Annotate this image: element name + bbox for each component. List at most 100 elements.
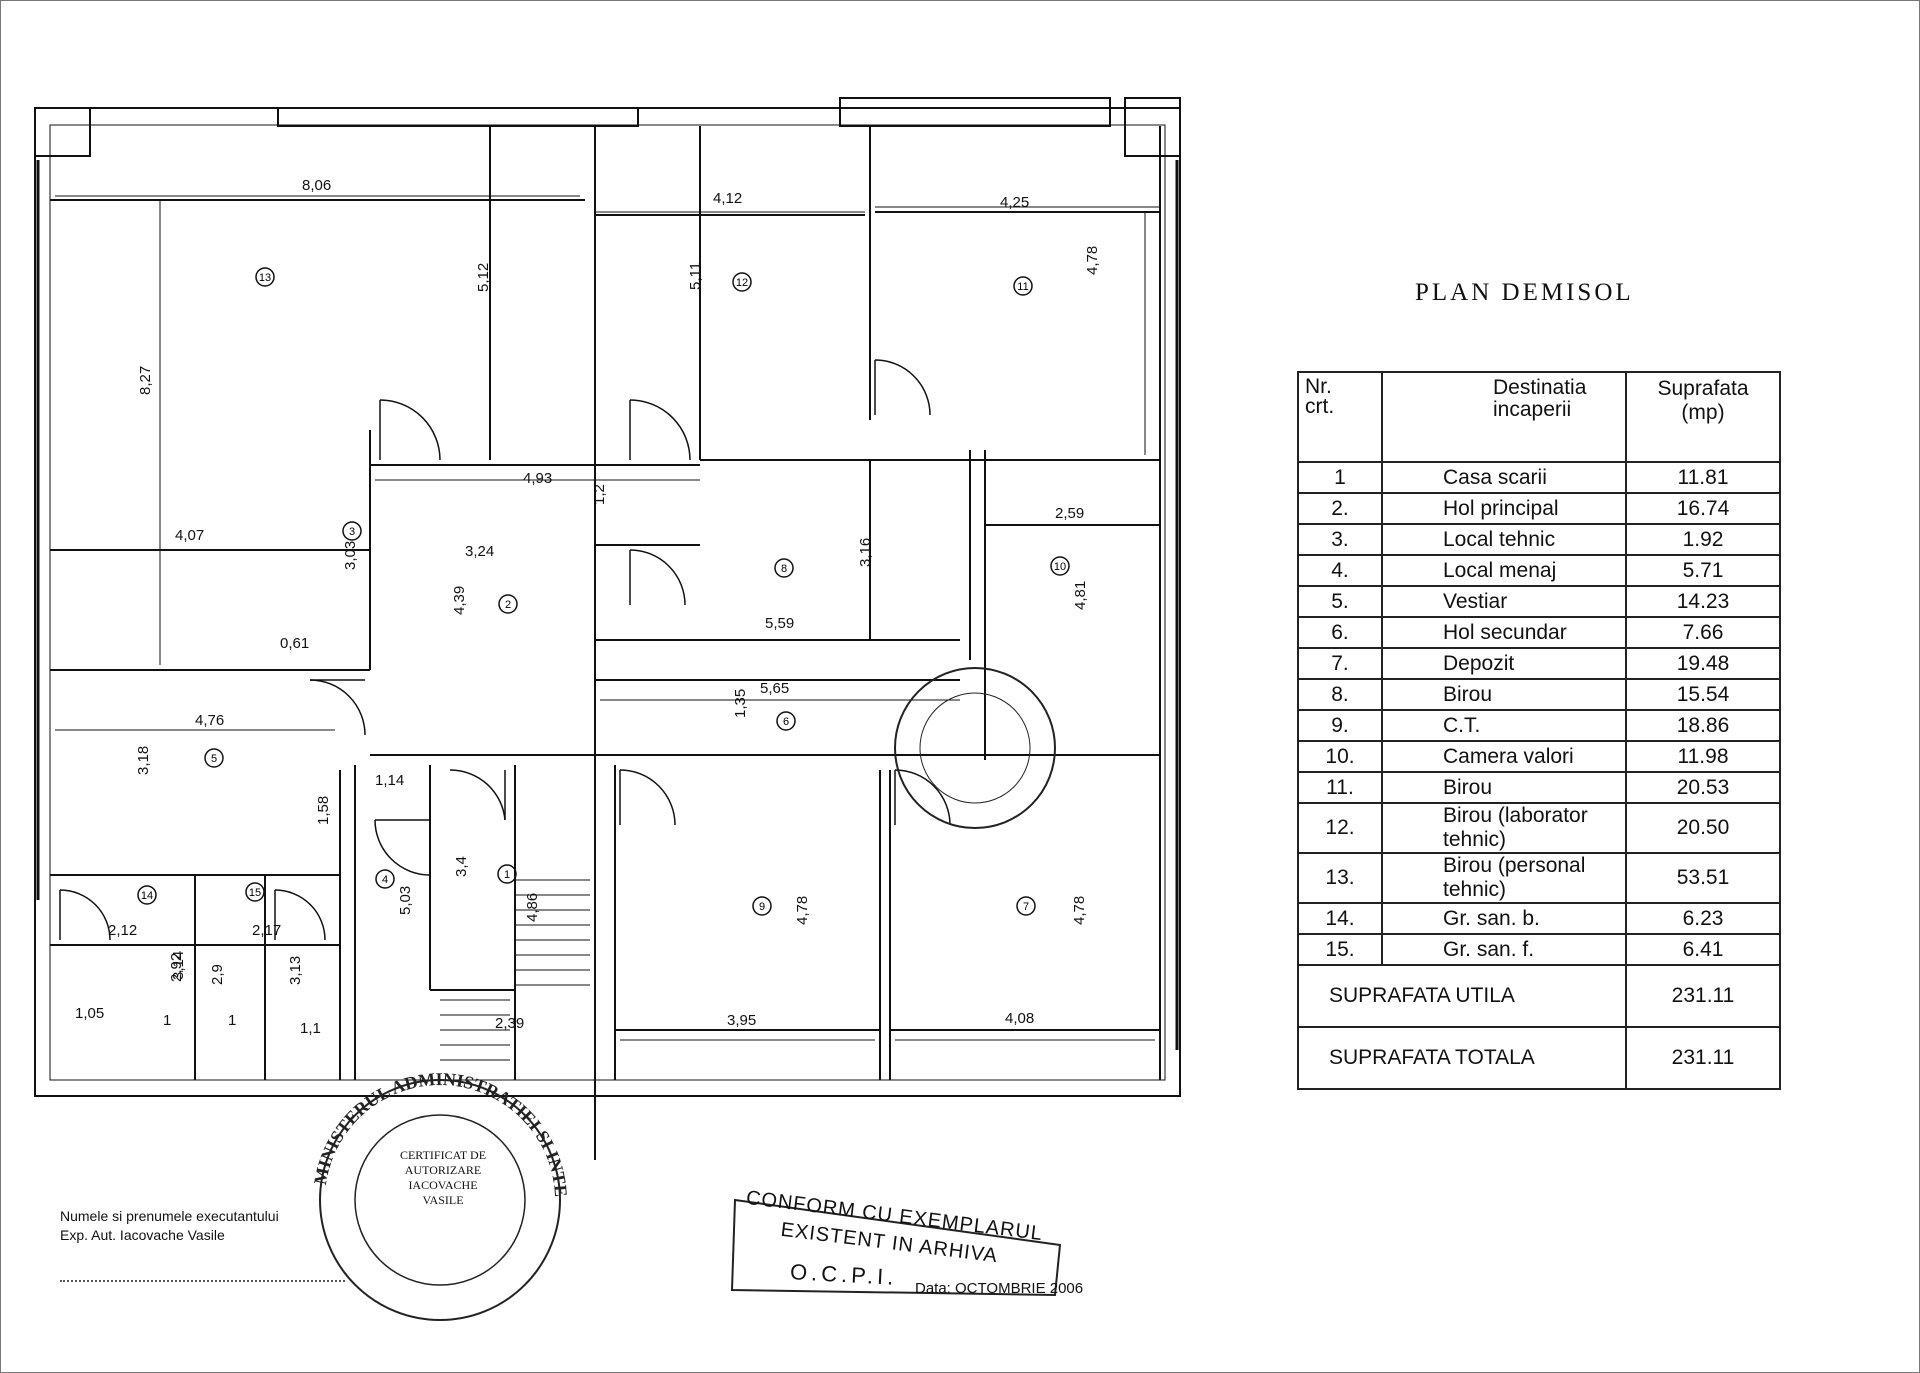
row-destination: Camera valori: [1381, 740, 1627, 773]
row-destination: Gr. san. f.: [1381, 933, 1627, 966]
room-number-label: 1: [504, 869, 510, 881]
dimension-label: 2,17: [252, 922, 281, 939]
totala-value: 231.11: [1625, 1026, 1781, 1090]
row-area: 20.53: [1625, 771, 1781, 804]
dimension-label: 4,08: [1005, 1010, 1034, 1027]
dimension-label: 3,18: [135, 746, 152, 775]
totala-label: SUPRAFATA TOTALA: [1297, 1026, 1627, 1090]
table-row: 14.Gr. san. b.6.23: [1297, 902, 1781, 935]
dimension-label: 1,35: [732, 689, 749, 718]
row-number: 13.: [1297, 852, 1383, 904]
row-area: 11.81: [1625, 461, 1781, 494]
date-label: Data: OCTOMBRIE 2006: [915, 1280, 1084, 1297]
row-number: 4.: [1297, 554, 1383, 587]
row-number: 2.: [1297, 492, 1383, 525]
utila-label: SUPRAFATA UTILA: [1297, 964, 1627, 1028]
row-area: 5.71: [1625, 554, 1781, 587]
outer-wall: [34, 107, 1181, 1097]
room-number-label: 5: [211, 753, 217, 765]
row-number: 9.: [1297, 709, 1383, 742]
dimension-label: 3,24: [465, 543, 494, 560]
row-destination: Hol principal: [1381, 492, 1627, 525]
dimension-label: 2,9: [209, 964, 226, 985]
dimension-label: 3,95: [727, 1012, 756, 1029]
dimension-label: 1,1: [300, 1020, 321, 1037]
dimension-label: 3,14: [170, 951, 187, 980]
dimension-label: 4,12: [713, 190, 742, 207]
row-destination: Local tehnic: [1381, 523, 1627, 556]
dimension-label: 1: [228, 1012, 236, 1029]
row-number: 14.: [1297, 902, 1383, 935]
rect-stamp-line3: O.C.P.I.: [789, 1259, 899, 1290]
row-area: 11.98: [1625, 740, 1781, 773]
dimension-label: 5,59: [765, 615, 794, 632]
row-number: 7.: [1297, 647, 1383, 680]
row-number: 1: [1297, 461, 1383, 494]
room-number-label: 15: [249, 887, 261, 899]
table-row: 12.Birou (laborator tehnic)20.50: [1297, 802, 1781, 854]
room-number-label: 8: [781, 563, 787, 575]
table-row: 9.C.T.18.86: [1297, 709, 1781, 742]
row-destination: Local menaj: [1381, 554, 1627, 587]
executant-line1: Numele si prenumele executantului: [60, 1208, 279, 1224]
dimension-label: 5,11: [687, 262, 704, 290]
table-row: 15.Gr. san. f.6.41: [1297, 933, 1781, 966]
row-area: 6.23: [1625, 902, 1781, 935]
dimension-label: 4,25: [1000, 194, 1029, 211]
dimension-label: 0,61: [280, 635, 309, 652]
executant-line2: Exp. Aut. Iacovache Vasile: [60, 1227, 225, 1243]
plan-title: PLAN DEMISOL: [1415, 279, 1634, 306]
room-number-label: 4: [382, 874, 388, 886]
row-destination: Birou: [1381, 678, 1627, 711]
room-number-label: 9: [759, 901, 765, 913]
row-area: 53.51: [1625, 852, 1781, 904]
hex-stamp: [894, 667, 1056, 829]
row-area: 1.92: [1625, 523, 1781, 556]
row-destination: Gr. san. b.: [1381, 902, 1627, 935]
row-destination: Casa scarii: [1381, 461, 1627, 494]
dimension-label: 3,03: [342, 541, 359, 570]
room-number-label: 6: [783, 716, 789, 728]
room-number-label: 12: [736, 277, 748, 289]
room-number-label: 11: [1017, 281, 1028, 293]
row-destination: Birou (laborator tehnic): [1381, 802, 1627, 854]
dimension-label: 4,39: [451, 586, 468, 615]
room-number-label: 13: [259, 272, 271, 284]
row-number: 3.: [1297, 523, 1383, 556]
row-area: 6.41: [1625, 933, 1781, 966]
row-area: 19.48: [1625, 647, 1781, 680]
utila-value: 231.11: [1625, 964, 1781, 1028]
row-destination: Birou (personal tehnic): [1381, 852, 1627, 904]
row-number: 12.: [1297, 802, 1383, 854]
dimension-label: 5,65: [760, 680, 789, 697]
dimension-label: 1,58: [315, 796, 332, 825]
header-nr-line2: crt.: [1305, 395, 1335, 418]
dimension-label: 2,59: [1055, 505, 1084, 522]
room-number-label: 10: [1054, 561, 1066, 573]
dimension-label: 4,78: [794, 896, 811, 925]
row-area: 7.66: [1625, 616, 1781, 649]
room-number-label: 2: [505, 599, 511, 611]
dimension-label: 2,12: [108, 922, 137, 939]
dimension-label: 1,05: [75, 1005, 104, 1022]
dimension-label: 2,39: [495, 1015, 524, 1032]
room-number-label: 7: [1023, 901, 1029, 913]
row-number: 6.: [1297, 616, 1383, 649]
dimension-label: 2,92: [168, 953, 185, 982]
row-destination: Depozit: [1381, 647, 1627, 680]
dimension-label: 4,81: [1072, 581, 1089, 610]
dimension-label: 8,27: [137, 366, 154, 395]
header-sup-line1: Suprafata: [1657, 377, 1749, 400]
rect-stamp: [730, 1198, 1062, 1297]
header-dest-line1: Destinatia: [1493, 376, 1587, 399]
